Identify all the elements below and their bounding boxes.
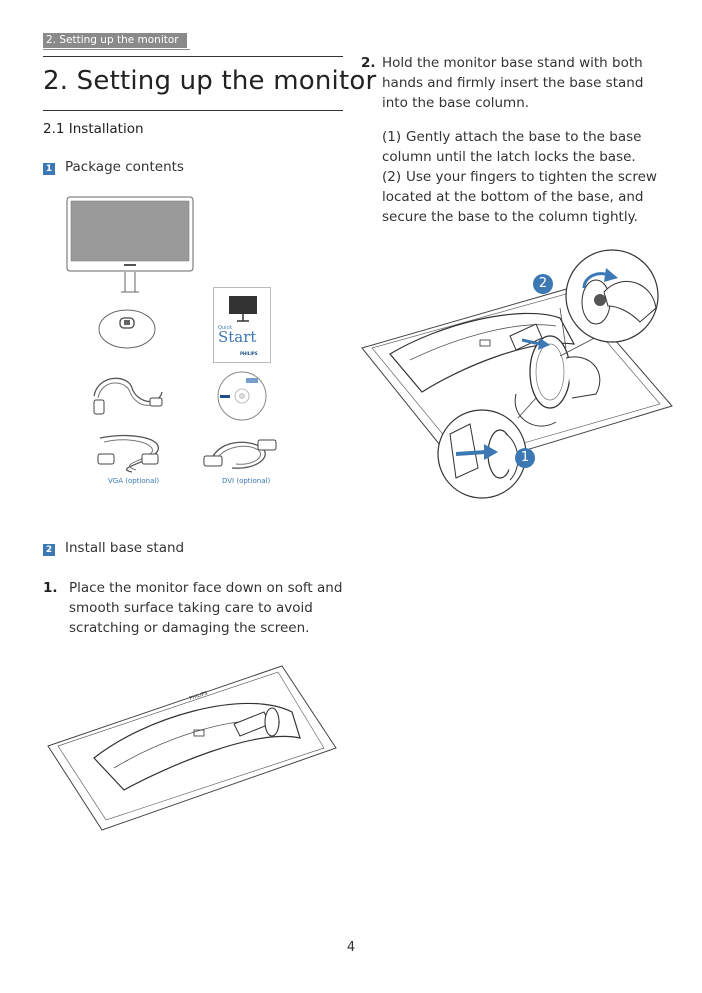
base-stand-illustration (98, 309, 156, 349)
callout-badge-2: 2 (533, 274, 553, 294)
subsection-number-badge: 2 (43, 544, 55, 556)
subsection-number-badge: 1 (43, 163, 55, 175)
dvi-cable-illustration (203, 439, 277, 469)
attach-base-illustration (361, 249, 673, 499)
page-title: 2. Setting up the monitor (43, 66, 377, 96)
title-top-rule (43, 56, 343, 57)
substep-label: (2) (382, 169, 402, 185)
substep-1: (1) Gently attach the base to the base c… (382, 127, 666, 167)
substep-text: Gently attach the base to the base colum… (382, 127, 666, 167)
subsection-install-base-stand: 2 Install base stand (43, 540, 184, 556)
monitor-illustration (66, 196, 194, 293)
step-number: 2. (361, 55, 376, 71)
substep-text: Use your fingers to tighten the screw lo… (382, 167, 666, 227)
running-header: 2. Setting up the monitor (43, 33, 187, 48)
substep-label: (1) (382, 129, 402, 145)
substep-text-content: Gently attach the base to the base colum… (382, 129, 642, 165)
vga-cable-illustration (97, 435, 159, 473)
subsection-package-contents: 1 Package contents (43, 159, 184, 175)
quick-start-guide: Quick Start PHILIPS (213, 287, 271, 363)
step-text: Place the monitor face down on soft and … (69, 580, 343, 636)
header-rule (43, 49, 190, 50)
page-number: 4 (346, 940, 356, 955)
subsection-label: Install base stand (65, 540, 185, 556)
step-number: 1. (43, 580, 58, 596)
step-1: 1. Place the monitor face down on soft a… (43, 578, 343, 638)
callout-number: 2 (538, 276, 548, 291)
svg-text:PHILIPS: PHILIPS (189, 690, 209, 701)
vga-caption: VGA (optional) (108, 477, 160, 485)
subsection-label: Package contents (65, 159, 184, 175)
booklet-start-text: Start (218, 328, 257, 346)
substep-2: (2) Use your fingers to tighten the scre… (382, 167, 666, 227)
step-2: 2. Hold the monitor base stand with both… (361, 53, 661, 113)
section-heading: 2.1 Installation (43, 121, 144, 137)
cd-rom-illustration (217, 371, 267, 421)
callout-number: 1 (520, 450, 530, 465)
monitor-face-down-illustration: PHILIPS (47, 665, 337, 831)
booklet-monitor-icon (229, 296, 257, 322)
booklet-brand-logo: PHILIPS (240, 351, 258, 356)
booklet-quick-text: Quick (218, 325, 233, 331)
substep-text-content: Use your fingers to tighten the screw lo… (382, 169, 657, 225)
power-cable-illustration (93, 377, 163, 415)
step-text: Hold the monitor base stand with both ha… (382, 55, 644, 111)
dvi-caption: DVI (optional) (222, 477, 271, 485)
title-bottom-rule (43, 110, 343, 111)
callout-badge-1: 1 (515, 448, 535, 468)
